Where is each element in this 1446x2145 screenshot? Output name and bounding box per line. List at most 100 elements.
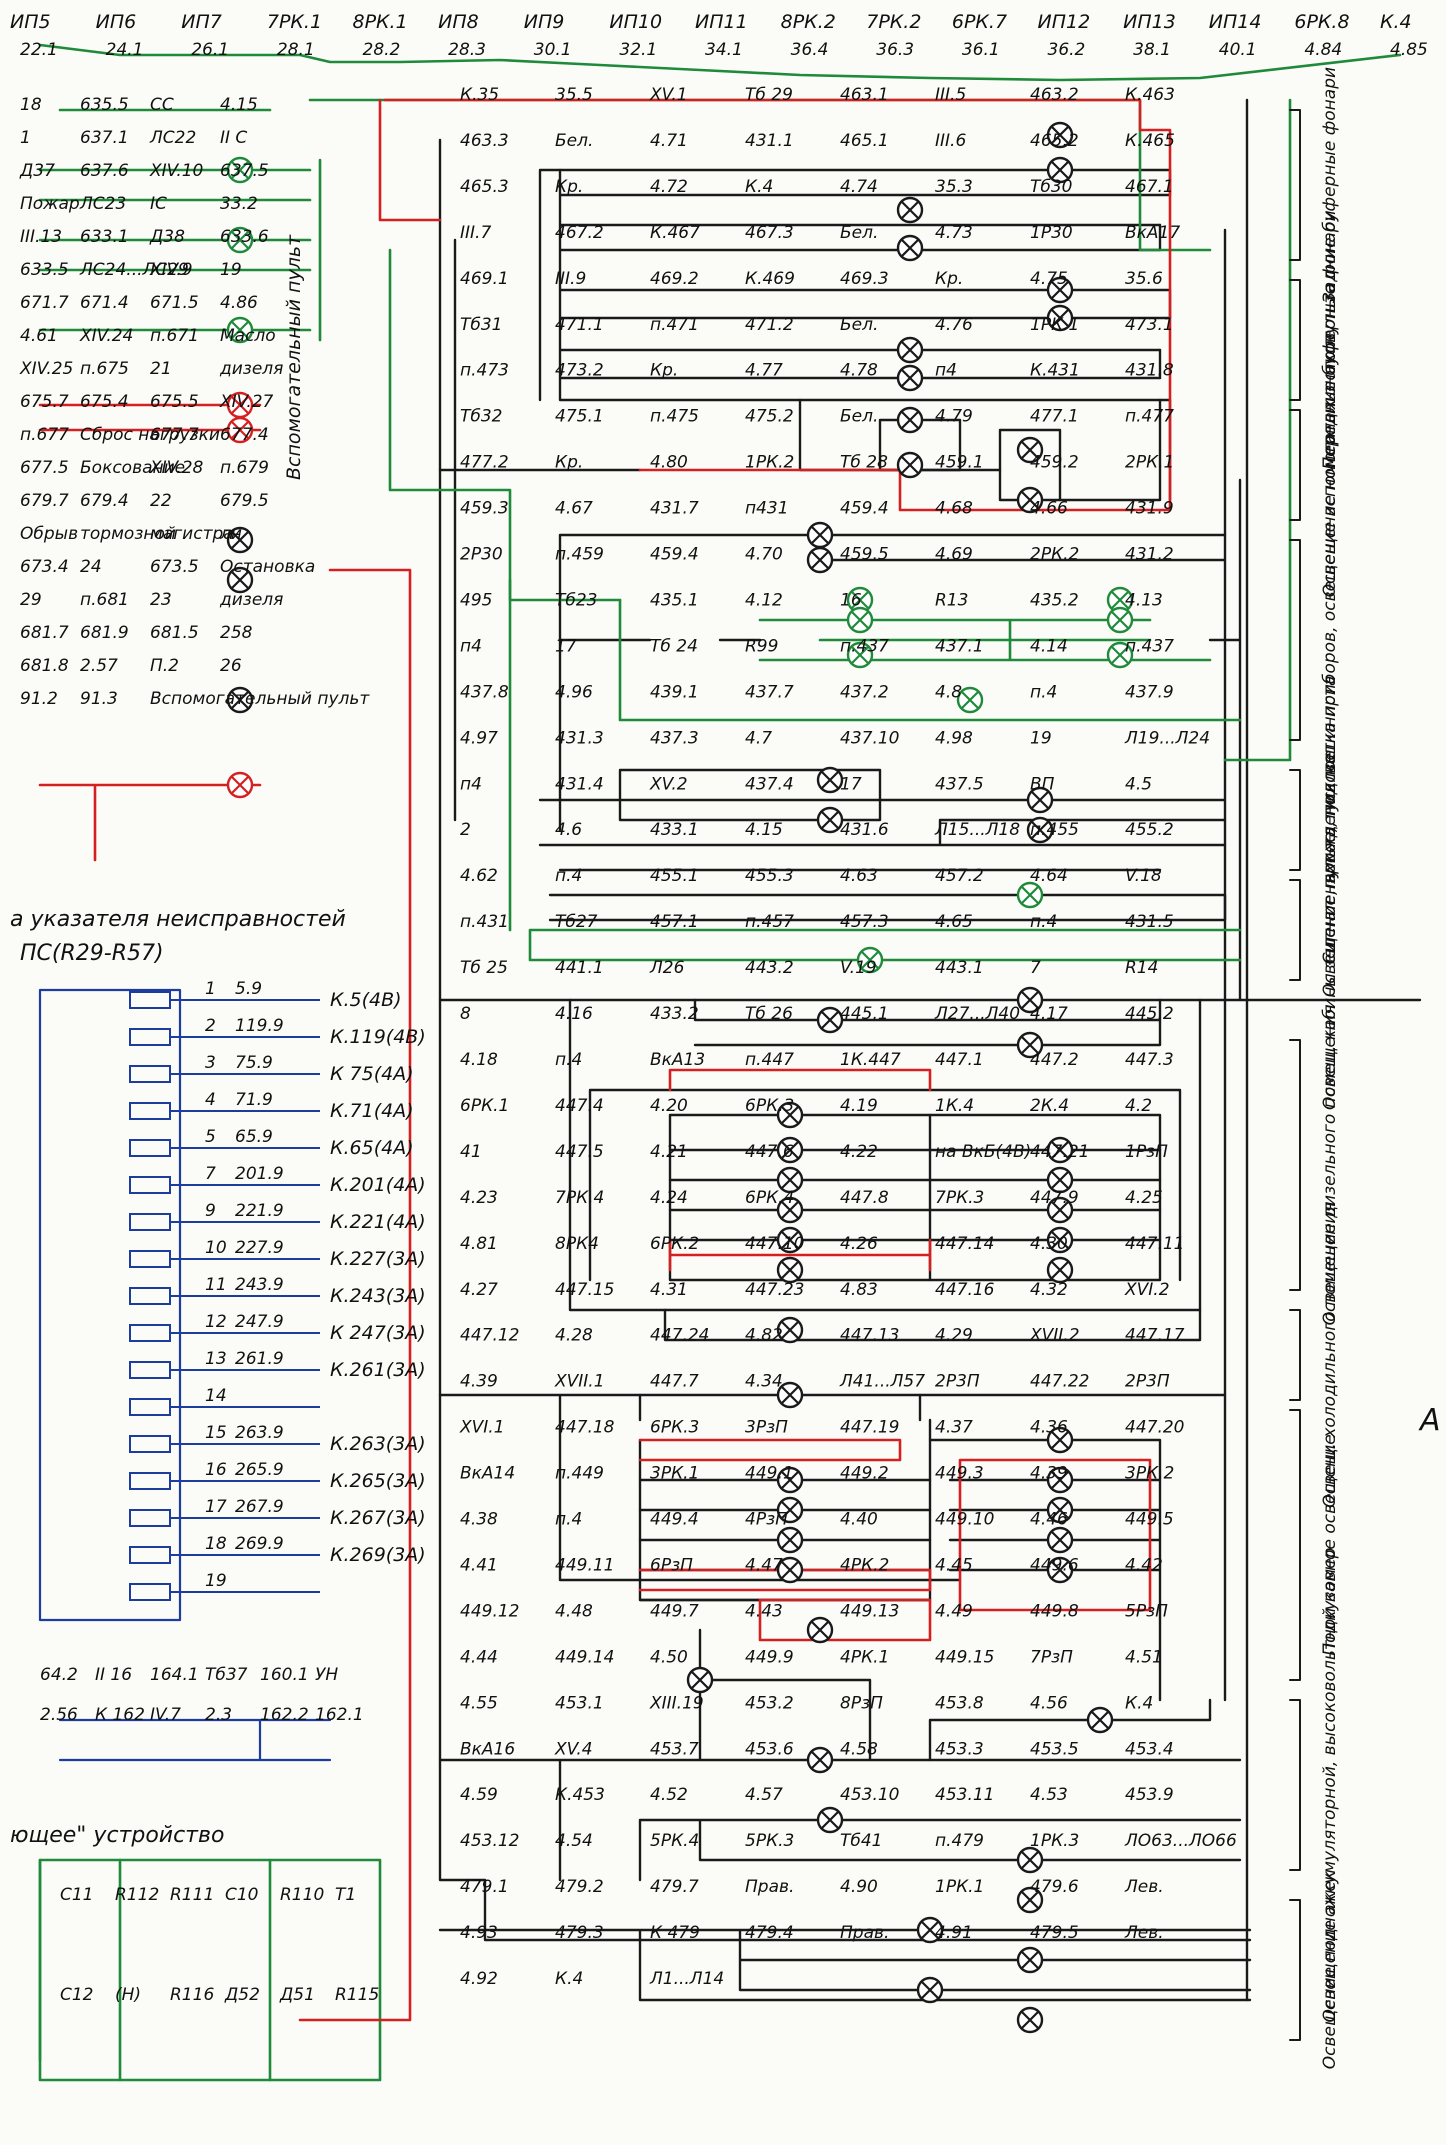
center-label: 4.49 — [935, 1601, 973, 1621]
indicator-terminal: К.267(3А) — [330, 1507, 426, 1529]
lamp-icon — [1016, 1946, 1044, 1974]
left-panel-label: 637.1 — [80, 128, 129, 148]
center-label: 4.38 — [460, 1510, 498, 1530]
indicator-number: 10 — [205, 1238, 227, 1258]
center-label: 4.37 — [935, 1418, 973, 1438]
center-label: Л15...Л18 — [934, 820, 1020, 840]
lamp-icon — [806, 546, 834, 574]
center-label: п.449 — [555, 1464, 604, 1484]
center-label: Тб27 — [555, 912, 598, 932]
center-label: 6РК.2 — [650, 1234, 699, 1254]
center-label: 443.1 — [935, 958, 984, 978]
lamp-icon — [1046, 121, 1074, 149]
lamp-icon — [686, 1666, 714, 1694]
center-label: п.455 — [1030, 820, 1079, 840]
center-label: 475.2 — [745, 407, 794, 427]
center-label: 4.92 — [460, 1969, 498, 1989]
lamp-icon — [916, 1976, 944, 2004]
center-label: п.4 — [1030, 682, 1057, 702]
indicator-number: 16 — [205, 1460, 227, 1480]
center-label: 8РзП — [840, 1693, 883, 1713]
left-panel-label: II С — [220, 128, 247, 148]
center-label: 455.1 — [650, 866, 699, 886]
lamp-icon — [846, 606, 874, 634]
center-label: п.437 — [1125, 636, 1174, 656]
center-label: 457.1 — [650, 912, 699, 932]
resistor-icon — [129, 1102, 171, 1120]
center-label: 5РзП — [1125, 1601, 1168, 1621]
center-label: 4.22 — [840, 1142, 878, 1162]
center-label: 4.17 — [1030, 1004, 1068, 1024]
center-label: п.431 — [460, 912, 509, 932]
lamp-icon — [856, 946, 884, 974]
center-label: 465.3 — [460, 177, 509, 197]
top-bus-wire: 4.85 — [1390, 40, 1428, 60]
center-label: К.463 — [1125, 85, 1175, 105]
top-bus-wire: 34.1 — [705, 40, 743, 60]
lamp-icon — [226, 226, 254, 254]
left-panel-label: тормозной — [80, 524, 176, 544]
indicator-number: 4 — [205, 1090, 216, 1110]
left-panel-label: 671.7 — [20, 293, 69, 313]
indicator-number: 9 — [205, 1201, 216, 1221]
left-panel-label: 677.5 — [20, 458, 69, 478]
center-label: 41 — [460, 1142, 482, 1162]
center-label: 431.8 — [1125, 361, 1174, 381]
center-label: 431.1 — [745, 131, 794, 151]
center-label: 4.18 — [460, 1050, 498, 1070]
lamp-icon — [1106, 606, 1134, 634]
section-caption: Освещение пульта, подсветка приборов, ос… — [1320, 283, 1340, 997]
center-label: 455.2 — [1125, 820, 1174, 840]
left-panel-label: XIV.9 — [149, 260, 193, 280]
oscillator-label: R116 — [170, 1985, 214, 2005]
indicator-number: 3 — [205, 1053, 216, 1073]
center-label: 4.56 — [1030, 1693, 1068, 1713]
center-label: 1РзП — [1125, 1142, 1168, 1162]
center-label: 4.19 — [840, 1096, 878, 1116]
center-label: III.6 — [935, 131, 966, 151]
indicator-wire-number: 263.9 — [235, 1423, 284, 1443]
center-label: 6РзП — [650, 1555, 693, 1575]
oscillator-label: C10 — [225, 1885, 259, 1905]
indicator-terminal: К.221(4А) — [330, 1211, 426, 1233]
center-label: 7 — [1030, 958, 1041, 978]
center-label: R14 — [1125, 958, 1158, 978]
top-bus-wire: 36.4 — [791, 40, 829, 60]
center-label: 449.2 — [840, 1464, 889, 1484]
left-panel-label: п.681 — [80, 590, 129, 610]
top-bus-label: 8РК.1 — [353, 11, 408, 33]
center-label: 447.6 — [745, 1142, 794, 1162]
lamp-icon — [1016, 2006, 1044, 2034]
center-label: 3РзП — [745, 1418, 788, 1438]
top-bus-label: ИП12 — [1038, 11, 1091, 33]
center-label: 437.7 — [745, 682, 794, 702]
lamp-icon — [806, 1746, 834, 1774]
indicator-wire-number: 119.9 — [235, 1016, 284, 1036]
section-caption: Освещ. холодильного помещения — [1320, 1202, 1340, 1507]
center-label: п.447 — [745, 1050, 794, 1070]
oscillator-label: (Н) — [115, 1985, 141, 2005]
center-label: 459.3 — [460, 499, 509, 519]
left-panel-label: 671.5 — [150, 293, 199, 313]
center-label: 449.5 — [1125, 1510, 1174, 1530]
lamp-icon — [776, 1101, 804, 1129]
center-label: 5РК.4 — [650, 1831, 699, 1851]
lamp-icon — [1046, 1196, 1074, 1224]
left-panel-label: IС — [150, 194, 167, 214]
left-panel-label: 671.4 — [80, 293, 129, 313]
center-label: Прав. — [840, 1923, 889, 1943]
oscillator-label: R112 — [115, 1885, 159, 1905]
indicator-extra-label: УН — [315, 1665, 338, 1685]
center-label: 469.3 — [840, 269, 889, 289]
center-label: 447.8 — [840, 1188, 889, 1208]
lamp-icon — [776, 1136, 804, 1164]
indicator-terminal: К.261(3А) — [330, 1359, 426, 1381]
center-label: 431.4 — [555, 774, 604, 794]
oscillator-label: Д51 — [279, 1985, 315, 2005]
center-label: III.7 — [460, 223, 491, 243]
indicator-number: 7 — [205, 1164, 216, 1184]
center-label: Кр. — [555, 453, 583, 473]
center-label: 433.1 — [650, 820, 699, 840]
center-label: 467.1 — [1125, 177, 1174, 197]
left-panel-label: 675.7 — [20, 392, 69, 412]
